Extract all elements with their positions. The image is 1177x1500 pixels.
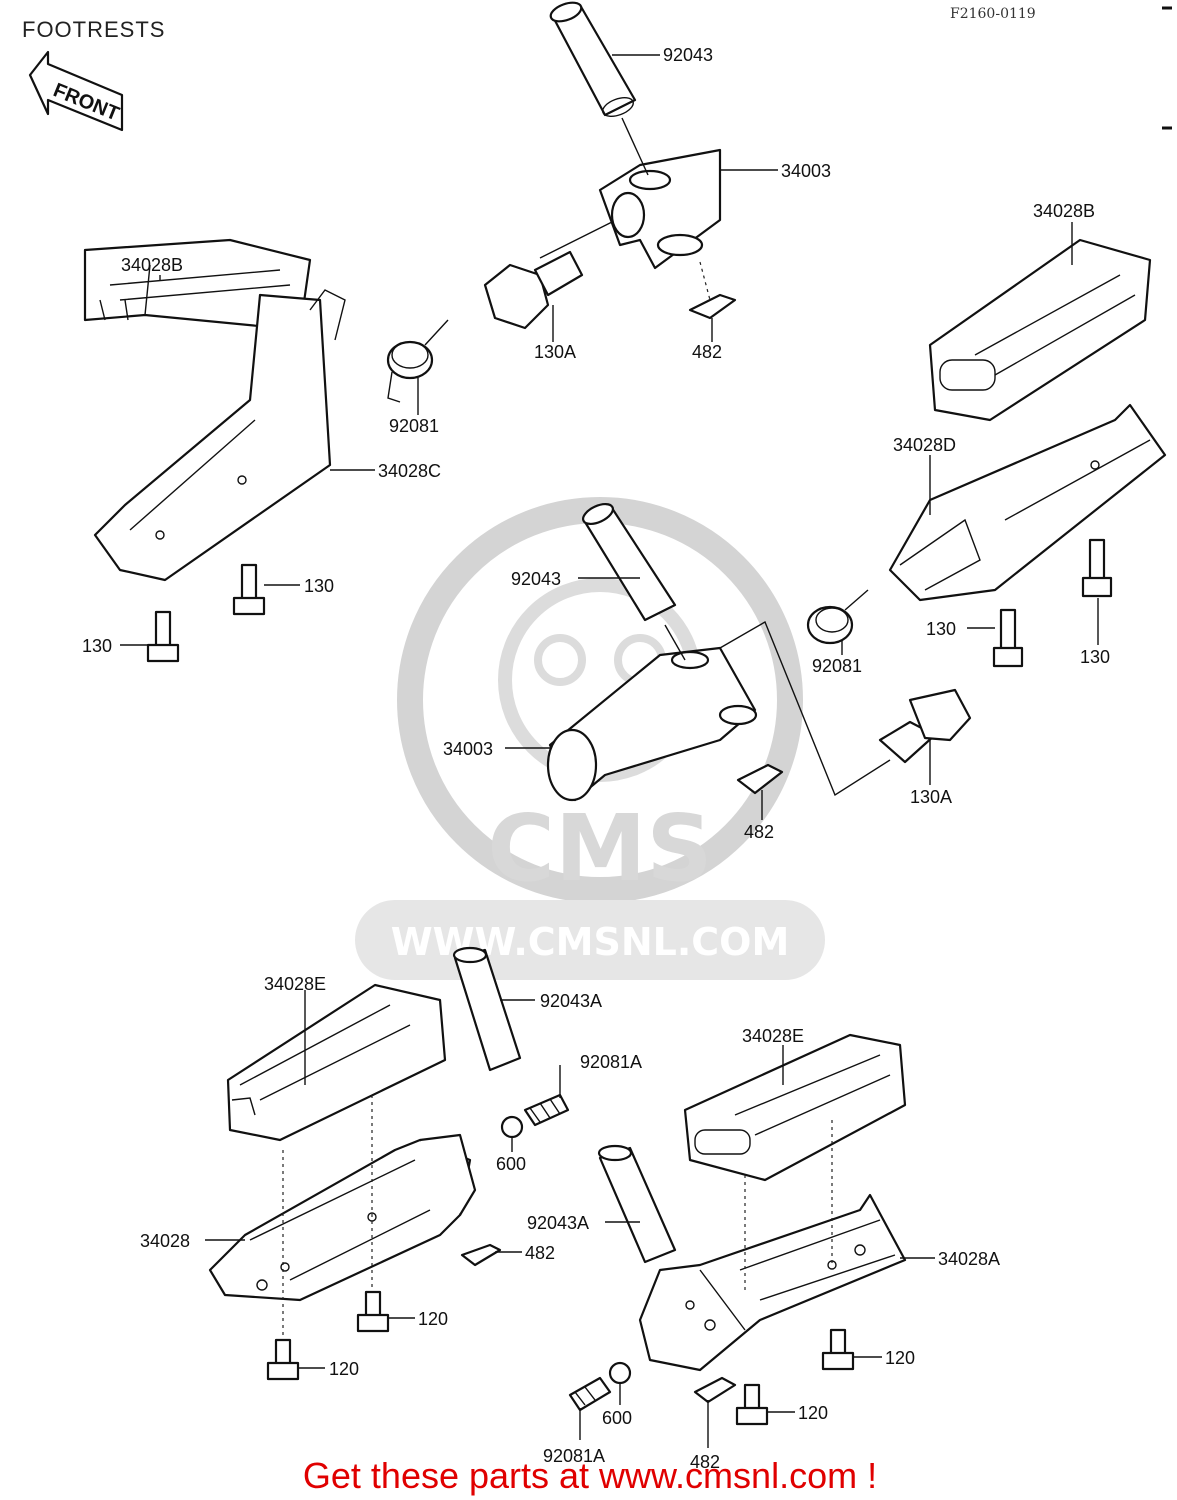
label-120-br-b: 120 xyxy=(798,1403,828,1423)
ball-600-bottom xyxy=(608,1361,632,1385)
label-120-bl-b: 120 xyxy=(329,1359,359,1379)
label-600-bottom: 600 xyxy=(602,1408,632,1428)
label-130a-top: 130A xyxy=(534,342,576,362)
spring-92081a-bottom xyxy=(568,1376,612,1412)
label-34028c: 34028C xyxy=(378,461,441,481)
label-482-bottom-left: 482 xyxy=(525,1243,555,1263)
label-92081a-bottom: 92081A xyxy=(543,1446,605,1466)
bolt-130-left-b xyxy=(146,610,180,663)
cotter-pin-bottom-left xyxy=(460,1243,502,1267)
label-92043-middle: 92043 xyxy=(511,569,561,589)
label-92043a-top: 92043A xyxy=(540,991,602,1011)
pin-bottom-right xyxy=(597,1144,677,1264)
leader-lines xyxy=(120,54,1099,1448)
bolt-120-bl-a xyxy=(356,1290,390,1333)
bracket-middle xyxy=(546,646,758,802)
rubber-34028e-right xyxy=(683,1033,907,1182)
label-92043-top: 92043 xyxy=(663,45,713,65)
label-482-bottom-right: 482 xyxy=(690,1452,720,1472)
label-482-middle: 482 xyxy=(744,822,774,842)
bracket-top xyxy=(598,148,722,270)
bolt-120-br-a xyxy=(821,1328,855,1371)
cotter-pin-top xyxy=(688,293,737,320)
label-482-top: 482 xyxy=(692,342,722,362)
bolt-130-left-a xyxy=(232,563,266,616)
spring-top-left xyxy=(386,319,449,403)
pin-bottom-left xyxy=(452,946,522,1072)
label-130-left-b: 130 xyxy=(82,636,112,656)
bolt-130a-middle xyxy=(878,688,972,764)
spring-92081a-top xyxy=(523,1093,570,1127)
bolt-120-br-b xyxy=(735,1383,769,1426)
part-labels: 92043 34003 34028B 34028B 130A 482 92081… xyxy=(82,45,1110,1472)
bolt-130-right-a xyxy=(992,608,1024,668)
label-92081a-top: 92081A xyxy=(580,1052,642,1072)
spring-middle-right xyxy=(806,589,869,645)
label-130-left-a: 130 xyxy=(304,576,334,596)
label-34028e-left: 34028E xyxy=(264,974,326,994)
ball-600-top xyxy=(500,1115,524,1139)
footrest-34028a xyxy=(638,1193,907,1372)
label-34028b-right: 34028B xyxy=(1033,201,1095,221)
label-34028b-left: 34028B xyxy=(121,255,183,275)
bolt-120-bl-b xyxy=(266,1338,300,1381)
label-34028: 34028 xyxy=(140,1231,190,1251)
footer-parts-link[interactable]: Get these parts at www.cmsnl.com ! xyxy=(303,1455,877,1496)
label-130-right-b: 130 xyxy=(1080,647,1110,667)
footrest-34028c xyxy=(93,289,346,582)
label-34028a: 34028A xyxy=(938,1249,1000,1269)
watermark-brand: CMS xyxy=(487,795,712,902)
label-34003-top: 34003 xyxy=(781,161,831,181)
label-92081-right: 92081 xyxy=(812,656,862,676)
footrest-34028 xyxy=(208,1133,477,1302)
cotter-pin-middle xyxy=(736,763,784,795)
pin-top xyxy=(549,1,637,117)
bolt-130-right-b xyxy=(1081,538,1113,598)
front-arrow-icon: FRONT xyxy=(28,50,124,132)
label-34028d: 34028D xyxy=(893,435,956,455)
rubber-34028b-right xyxy=(928,238,1152,422)
label-130a-middle: 130A xyxy=(910,787,952,807)
label-34003-middle: 34003 xyxy=(443,739,493,759)
label-92043a-bottom: 92043A xyxy=(527,1213,589,1233)
label-120-bl-a: 120 xyxy=(418,1309,448,1329)
diagram-title: FOOTRESTS xyxy=(22,17,165,42)
drawing-code: F2160-0119 xyxy=(950,6,1036,22)
label-34028e-right: 34028E xyxy=(742,1026,804,1046)
bolt-130a-top xyxy=(483,250,584,330)
footrest-34028d xyxy=(888,403,1167,602)
label-92081-left: 92081 xyxy=(389,416,439,436)
label-120-br-a: 120 xyxy=(885,1348,915,1368)
rubber-34028e-left xyxy=(226,983,447,1142)
label-130-right-a: 130 xyxy=(926,619,956,639)
label-600-top: 600 xyxy=(496,1154,526,1174)
pin-middle xyxy=(582,502,677,622)
cotter-pin-bottom-right xyxy=(693,1376,737,1404)
watermark-url: WWW.CMSNL.COM xyxy=(391,920,790,964)
